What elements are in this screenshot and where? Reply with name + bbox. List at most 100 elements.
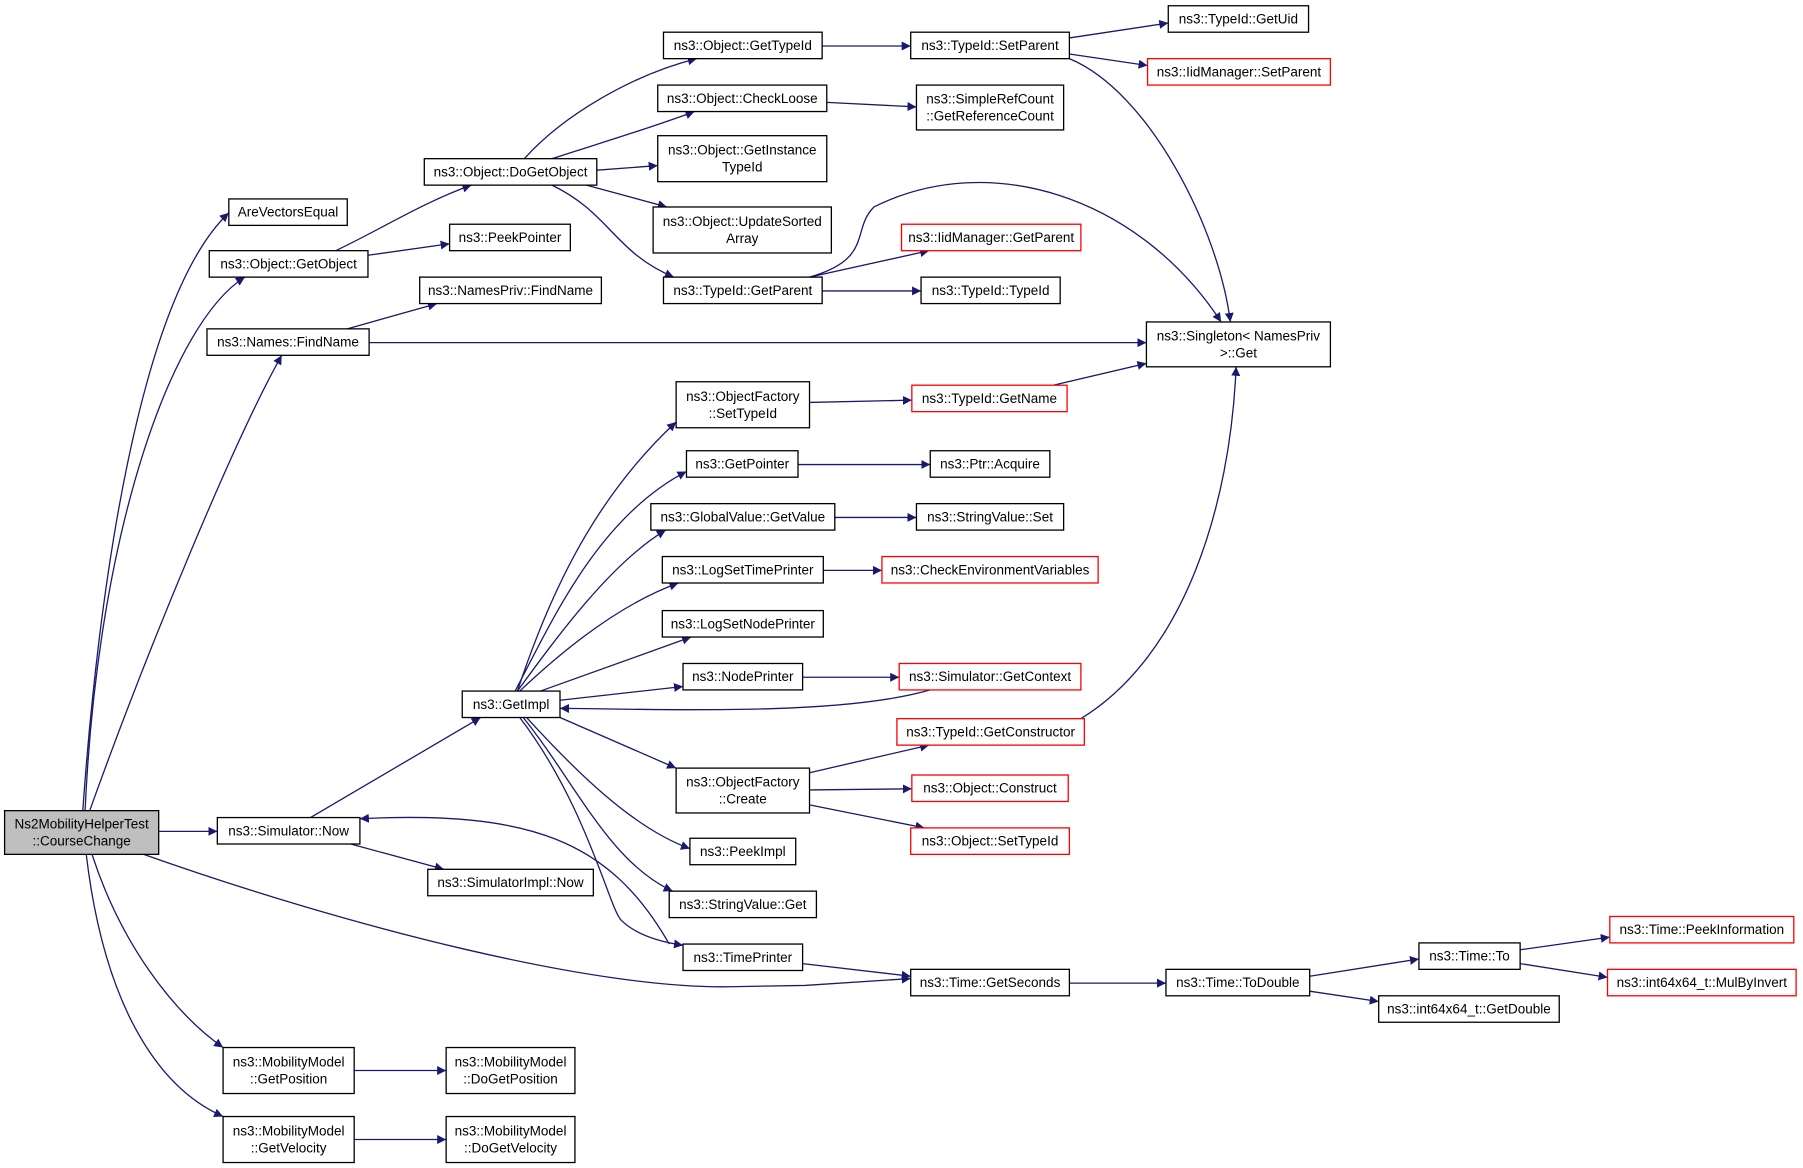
node-iidmanager-getparent[interactable]: ns3::IidManager::GetParent: [900, 223, 1082, 252]
edge-object-dogetobject-to-object-getinstancetypeid: [596, 161, 658, 171]
node-singleton-get[interactable]: ns3::Singleton< NamesPriv>::Get: [1145, 321, 1332, 368]
node-object-dogetobject[interactable]: ns3::Object::DoGetObject: [423, 158, 598, 186]
node-label-line: ns3::Time::PeekInformation: [1620, 922, 1785, 937]
node-box: [1418, 942, 1521, 971]
node-label-line: ns3::PeekImpl: [700, 844, 786, 859]
edge-object-dogetobject-to-object-checkloose: [551, 110, 695, 160]
node-typeid-getuid[interactable]: ns3::TypeId::GetUid: [1167, 5, 1310, 33]
node-label-line: ns3::TypeId::GetParent: [673, 283, 812, 298]
node-int64x64-mulbyinvert[interactable]: ns3::int64x64_t::MulByInvert: [1606, 968, 1797, 997]
node-simulator-now[interactable]: ns3::Simulator::Now: [216, 816, 361, 845]
node-time-to[interactable]: ns3::Time::To: [1418, 942, 1521, 971]
node-box: [1606, 968, 1797, 997]
node-label-line: ns3::LogSetTimePrinter: [672, 562, 814, 577]
node-simulatorimpl-now[interactable]: ns3::SimulatorImpl::Now: [427, 868, 594, 897]
node-mm-getvelocity[interactable]: ns3::MobilityModel::GetVelocity: [222, 1115, 355, 1164]
node-box: [910, 968, 1071, 997]
node-root[interactable]: Ns2MobilityHelperTest::CourseChange: [3, 810, 160, 856]
node-checkenvvars[interactable]: ns3::CheckEnvironmentVariables: [881, 555, 1099, 584]
node-typeid-getconstructor[interactable]: ns3::TypeId::GetConstructor: [896, 718, 1085, 746]
node-int64x64-getdouble[interactable]: ns3::int64x64_t::GetDouble: [1378, 995, 1560, 1023]
edge-object-dogetobject-to-typeid-getparent: [551, 184, 675, 278]
node-label-line: Array: [726, 231, 759, 246]
edge-timeprinter-to-simulator-now: [359, 813, 670, 945]
node-are-vectors-equal[interactable]: AreVectorsEqual: [228, 198, 348, 227]
edge-time-to-to-int64x64-mulbyinvert: [1520, 962, 1608, 981]
node-simplerefcount[interactable]: ns3::SimpleRefCount::GetReferenceCount: [915, 84, 1065, 131]
node-globalvalue-getvalue[interactable]: ns3::GlobalValue::GetValue: [650, 502, 836, 531]
node-box: [915, 84, 1065, 131]
edge-root-to-object-getobject: [84, 276, 246, 811]
node-object-gettypeid[interactable]: ns3::Object::GetTypeId: [662, 31, 823, 60]
node-mm-getposition[interactable]: ns3::MobilityModel::GetPosition: [222, 1046, 355, 1095]
edge-names-findname-to-namespriv-findname: [347, 301, 438, 330]
node-box: [1146, 57, 1332, 86]
node-getpointer[interactable]: ns3::GetPointer: [685, 450, 799, 478]
node-timeprinter[interactable]: ns3::TimePrinter: [682, 943, 804, 972]
node-iidmanager-setparent[interactable]: ns3::IidManager::SetParent: [1146, 57, 1332, 86]
nodes-layer: Ns2MobilityHelperTest::CourseChange AreVe…: [3, 5, 1797, 1164]
node-object-settypeid[interactable]: ns3::Object::SetTypeId: [910, 827, 1071, 856]
node-logsettimeprinter[interactable]: ns3::LogSetTimePrinter: [661, 555, 824, 584]
node-label-line: ns3::Object::UpdateSorted: [663, 214, 822, 229]
node-box: [208, 250, 369, 278]
node-label-line: ns3::TypeId::TypeId: [932, 283, 1050, 298]
node-time-getseconds[interactable]: ns3::Time::GetSeconds: [910, 968, 1071, 997]
edge-simulator-now-to-getimpl: [310, 716, 481, 819]
edge-objectfactory-settypeid-to-typeid-getname: [809, 395, 912, 405]
node-peekimpl[interactable]: ns3::PeekImpl: [689, 837, 797, 866]
edge-time-todouble-to-time-to: [1309, 955, 1420, 977]
node-box: [881, 555, 1099, 584]
node-names-findname[interactable]: ns3::Names::FindName: [206, 328, 370, 356]
node-objectfactory-settypeid[interactable]: ns3::ObjectFactory::SetTypeId: [675, 381, 811, 429]
node-box: [911, 774, 1069, 803]
node-simulator-getcontext[interactable]: ns3::Simulator::GetContext: [898, 662, 1082, 691]
node-label-line: ns3::SimpleRefCount: [926, 92, 1054, 107]
node-label-line: ns3::Time::To: [1429, 949, 1510, 964]
node-objectfactory-create[interactable]: ns3::ObjectFactory::Create: [675, 767, 811, 814]
node-label-line: ns3::GetPointer: [695, 456, 789, 471]
node-object-construct[interactable]: ns3::Object::Construct: [911, 774, 1069, 803]
node-label-line: ::GetPosition: [250, 1072, 327, 1087]
edge-simulator-now-to-simulatorimpl-now: [350, 843, 445, 872]
node-typeid-setparent[interactable]: ns3::TypeId::SetParent: [910, 31, 1071, 60]
node-peekpointer[interactable]: ns3::PeekPointer: [448, 223, 571, 252]
node-box: [920, 276, 1061, 305]
node-box: [910, 31, 1071, 60]
node-box: [228, 198, 348, 227]
node-label-line: ns3::Time::ToDouble: [1176, 975, 1299, 990]
node-box: [652, 206, 833, 254]
node-label-line: ns3::StringValue::Get: [679, 897, 807, 912]
node-box: [915, 502, 1065, 531]
node-box: [668, 890, 818, 919]
node-typeid-typeid[interactable]: ns3::TypeId::TypeId: [920, 276, 1061, 305]
node-stringvalue-get[interactable]: ns3::StringValue::Get: [668, 890, 818, 919]
node-stringvalue-set[interactable]: ns3::StringValue::Set: [915, 502, 1065, 531]
node-object-getobject[interactable]: ns3::Object::GetObject: [208, 250, 369, 278]
node-logsetnodeprinter[interactable]: ns3::LogSetNodePrinter: [661, 609, 824, 638]
node-box: [657, 135, 828, 183]
node-object-checkloose[interactable]: ns3::Object::CheckLoose: [657, 84, 828, 113]
node-ptr-acquire[interactable]: ns3::Ptr::Acquire: [929, 450, 1051, 478]
node-time-todouble[interactable]: ns3::Time::ToDouble: [1165, 968, 1311, 997]
node-time-peekinformation[interactable]: ns3::Time::PeekInformation: [1609, 915, 1795, 944]
node-mm-dogetvelocity[interactable]: ns3::MobilityModel::DoGetVelocity: [445, 1115, 576, 1164]
node-box: [222, 1115, 355, 1164]
node-namespriv-findname[interactable]: ns3::NamesPriv::FindName: [419, 276, 603, 305]
edge-timeprinter-to-time-getseconds: [802, 962, 911, 980]
node-nodeprinter[interactable]: ns3::NodePrinter: [682, 662, 804, 691]
node-label-line: ::Create: [719, 792, 767, 807]
node-box: [675, 381, 811, 429]
node-mm-dogetposition[interactable]: ns3::MobilityModel::DoGetPosition: [445, 1046, 576, 1095]
edge-typeid-getparent-to-singleton-get: [809, 181, 1222, 323]
node-label-line: ns3::NamesPriv::FindName: [428, 283, 593, 298]
node-typeid-getname[interactable]: ns3::TypeId::GetName: [911, 384, 1068, 413]
edge-objectfactory-create-to-object-settypeid: [809, 804, 925, 831]
node-getimpl[interactable]: ns3::GetImpl: [461, 690, 561, 719]
node-box: [222, 1046, 355, 1095]
node-typeid-getparent[interactable]: ns3::TypeId::GetParent: [662, 276, 823, 305]
edge-object-checkloose-to-simplerefcount: [826, 101, 917, 111]
